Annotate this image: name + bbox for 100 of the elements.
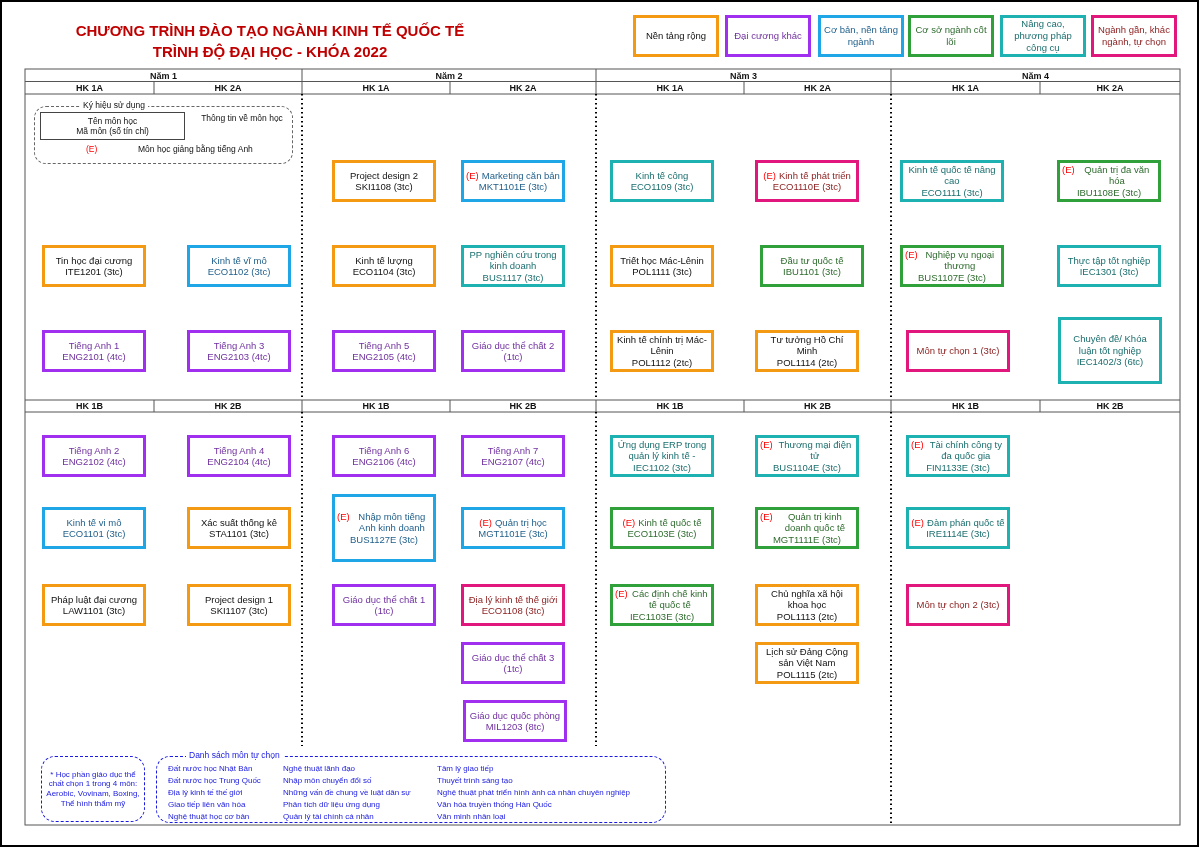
course-box xyxy=(187,584,291,626)
year-heading: Năm 1 xyxy=(150,69,177,82)
course-code: ENG2104 (4tc) xyxy=(207,456,271,467)
course-name: Kinh tế vi mô xyxy=(66,516,122,528)
course-code: LAW1101 (3tc) xyxy=(62,605,126,616)
elective-course: Những vấn đề chung về luật dân sự xyxy=(283,788,411,797)
course-code: IEC1103E (3tc) xyxy=(629,610,695,622)
note-panel xyxy=(41,756,145,822)
course-name: Thương mại điện tử xyxy=(777,439,853,462)
semester-heading: HK 2B xyxy=(804,400,831,412)
course-name: Kinh tế quốc tế nâng cao xyxy=(908,164,996,187)
key-description: Thông tin về môn học xyxy=(201,113,283,123)
course-box xyxy=(755,435,859,478)
course-name: Môn tự chọn 1 (3tc) xyxy=(916,345,1000,357)
course-box xyxy=(187,507,291,549)
course-code: IBU1108E (3tc) xyxy=(1076,186,1142,198)
semester-heading: HK 2A xyxy=(214,82,242,94)
semester-heading: HK 2A xyxy=(1096,82,1124,94)
semester-heading: HK 1A xyxy=(362,82,390,94)
course-code: POL1114 (2tc) xyxy=(776,356,838,368)
legend-text: Nền tảng rộng xyxy=(645,30,707,42)
elective-course: Địa lý kinh tế thế giới xyxy=(168,788,243,797)
course-name: Kinh tế chính trị Mác-Lênin xyxy=(617,334,707,357)
elective-course: Đất nước học Nhật Bản xyxy=(168,764,253,773)
semester-heading: HK 1A xyxy=(952,82,979,94)
course-code: ENG2103 (4tc) xyxy=(207,351,271,362)
course-code: ECO1108 (3tc) xyxy=(481,605,545,616)
course-name: Thực tập tốt nghiệp xyxy=(1067,254,1151,266)
course-box xyxy=(187,330,291,372)
course-box xyxy=(332,160,436,202)
course-name: Tiếng Anh 5 xyxy=(358,339,410,351)
course-name: Tiếng Anh 4 xyxy=(213,444,265,456)
course-code: ENG2102 (4tc) xyxy=(62,456,126,467)
year-heading: Năm 3 xyxy=(730,69,757,82)
course-name: Lịch sử Đảng Cộng sản Việt Nam xyxy=(766,646,848,669)
english-mark: (E) xyxy=(911,439,924,451)
course-box xyxy=(42,584,146,626)
year-heading: Năm 4 xyxy=(1022,69,1049,82)
course-box xyxy=(755,160,859,202)
note-text: * Học phần giáo dục thể chất chọn 1 trong 4 môn: Aerobic, Vovinam, Boxing, Thể hình thẩm mỹ xyxy=(46,769,140,808)
course-box xyxy=(461,584,565,626)
legend-text: Cơ bản, nền tảng ngành xyxy=(824,24,898,48)
course-box xyxy=(906,584,1010,626)
elective-course: Nghệ thuật lãnh đạo xyxy=(283,764,356,773)
course-name: Giáo dục quốc phòng xyxy=(469,709,561,721)
course-name: Địa lý kinh tế thế giới xyxy=(468,593,558,605)
course-code: ECO1109 (3tc) xyxy=(630,181,694,192)
course-box xyxy=(42,245,146,287)
legend-text: Đại cương khác xyxy=(734,30,802,42)
course-name: Chuyên đề/ Khóa luận tốt nghiệp xyxy=(1073,333,1147,356)
legend-text: Nâng cao, phương pháp công cụ xyxy=(1013,18,1073,54)
year-heading: Năm 2 xyxy=(435,69,463,82)
course-box xyxy=(610,584,714,627)
course-name: Nhập môn tiếng Anh kinh doanh xyxy=(357,510,427,534)
english-mark: (E) xyxy=(86,144,98,154)
course-box xyxy=(760,245,864,287)
course-code: IRE1114E (3tc) xyxy=(926,528,990,539)
course-box xyxy=(755,330,859,373)
course-code: ECO1111 (3tc) xyxy=(921,186,983,198)
course-name: Kinh tế quốc tế xyxy=(638,516,702,528)
course-name: Pháp luật đại cương xyxy=(51,593,137,605)
course-code: ECO1103E (3tc) xyxy=(627,528,697,539)
semester-heading: HK 1A xyxy=(76,82,103,94)
course-code: FIN1133E (3tc) xyxy=(926,461,990,473)
elective-course: Tâm lý giao tiếp xyxy=(437,764,494,773)
course-name: PP nghiên cứu trong kinh doanh xyxy=(469,249,557,272)
course-box xyxy=(42,435,146,477)
course-name: Giáo dục thể chất 1 xyxy=(342,593,426,605)
course-name: Đầu tư quốc tế xyxy=(780,254,844,266)
course-name: Kinh tế lượng xyxy=(355,254,413,266)
semester-heading: HK 2B xyxy=(1096,400,1124,412)
semester-heading: HK 1B xyxy=(362,400,390,412)
course-name: Nghiệp vụ ngoại thương xyxy=(924,249,996,272)
course-code: POL1111 (3tc) xyxy=(632,266,692,277)
course-code: ENG2101 (4tc) xyxy=(62,351,126,362)
course-code: BUS1107E (3tc) xyxy=(918,271,986,283)
course-box xyxy=(1058,317,1162,384)
english-mark: (E) xyxy=(615,588,628,600)
course-name: Tiếng Anh 1 xyxy=(68,339,120,351)
course-box xyxy=(755,642,859,685)
semester-heading: HK 1B xyxy=(76,400,103,412)
elective-course: Nghệ thuật phát triển hình ảnh cá nhân chuyên nghiệp xyxy=(437,788,631,797)
elective-course: Văn minh nhân loại xyxy=(437,812,506,821)
course-name: Tư tưởng Hồ Chí Minh xyxy=(770,334,844,357)
course-box xyxy=(42,507,146,549)
semester-heading: HK 1B xyxy=(656,400,684,412)
elective-course: Nghệ thuật học cơ bản xyxy=(168,812,250,821)
course-box xyxy=(332,330,436,372)
course-box xyxy=(610,245,714,287)
course-code: ECO1104 (3tc) xyxy=(352,266,416,277)
english-mark: (E) xyxy=(466,169,479,181)
course-box xyxy=(906,507,1010,549)
course-box xyxy=(461,642,565,684)
course-name: Tên môn học xyxy=(87,115,138,126)
elective-course: Đất nước học Trung Quốc xyxy=(168,776,261,785)
english-mark: (E) xyxy=(760,511,773,523)
course-code: POL1112 (2tc) xyxy=(631,356,693,368)
elective-list-panel xyxy=(156,749,666,823)
course-name: Ứng dụng ERP trong quản lý kinh tế - IEC1102 (3tc) xyxy=(617,439,707,473)
sample-course-box xyxy=(40,112,185,140)
